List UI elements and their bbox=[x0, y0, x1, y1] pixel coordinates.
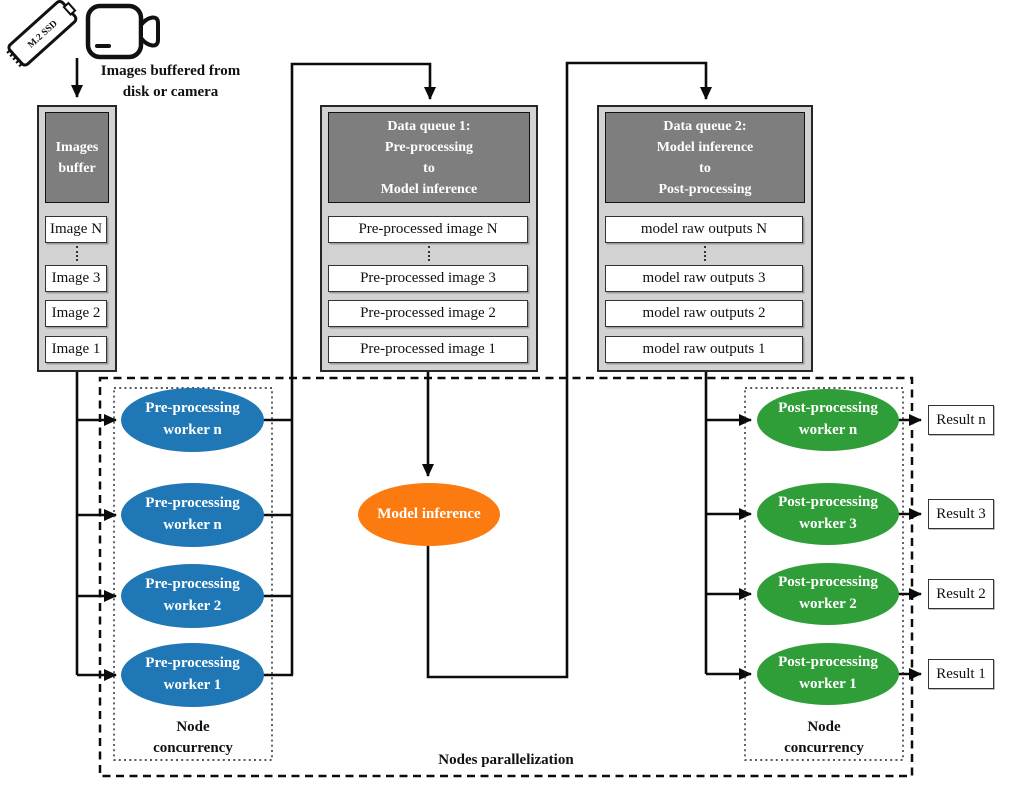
queue1-item: Pre-processed image 2 bbox=[328, 300, 528, 327]
image-item: Image 1 bbox=[45, 336, 107, 363]
queue-ellipsis bbox=[76, 246, 78, 261]
result-box: Result 3 bbox=[928, 499, 994, 529]
image-item: Image N bbox=[45, 216, 107, 243]
image-item: Image 2 bbox=[45, 300, 107, 327]
pre-worker-ellipse: Pre-processing worker n bbox=[121, 483, 264, 547]
node-concurrency-label-left: Node concurrency bbox=[153, 719, 233, 756]
pre-worker-ellipse: Pre-processing worker 2 bbox=[121, 564, 264, 628]
queue-ellipsis bbox=[428, 246, 430, 261]
model-inference-ellipse: Model inference bbox=[358, 483, 500, 546]
queue2-item: model raw outputs 2 bbox=[605, 300, 803, 327]
pre-worker-ellipse: Pre-processing worker n bbox=[121, 388, 264, 452]
result-box: Result 1 bbox=[928, 659, 994, 689]
queue-ellipsis bbox=[704, 246, 706, 261]
source-icons: M.2 SSD bbox=[6, 0, 160, 68]
image-item: Image 3 bbox=[45, 265, 107, 292]
images-buffer-panel: Images buffer Image N Image 3 Image 2 Im… bbox=[37, 105, 117, 372]
data-queue-1-title: Data queue 1: Pre-processing to Model in… bbox=[328, 112, 530, 203]
post-worker-ellipse: Post-processing worker 1 bbox=[757, 643, 899, 705]
images-buffer-title: Images buffer bbox=[45, 112, 109, 203]
post-worker-ellipse: Post-processing worker n bbox=[757, 389, 899, 451]
m2-ssd-icon: M.2 SSD bbox=[6, 0, 78, 68]
data-queue-1-panel: Data queue 1: Pre-processing to Model in… bbox=[320, 105, 538, 372]
data-queue-2-panel: Data queue 2: Model inference to Post-pr… bbox=[597, 105, 813, 372]
result-box: Result 2 bbox=[928, 579, 994, 609]
queue2-item: model raw outputs 1 bbox=[605, 336, 803, 363]
post-worker-ellipse: Post-processing worker 2 bbox=[757, 563, 899, 625]
pre-worker-ellipse: Pre-processing worker 1 bbox=[121, 643, 264, 707]
nodes-parallelization-box bbox=[98, 376, 914, 778]
queue2-item: model raw outputs N bbox=[605, 216, 803, 243]
data-queue-2-title: Data queue 2: Model inference to Post-pr… bbox=[605, 112, 805, 203]
images-buffered-caption: Images buffered from disk or camera bbox=[100, 63, 241, 100]
result-box: Result n bbox=[928, 405, 994, 435]
queue2-item: model raw outputs 3 bbox=[605, 265, 803, 292]
post-worker-ellipse: Post-processing worker 3 bbox=[757, 483, 899, 545]
queue1-item: Pre-processed image 3 bbox=[328, 265, 528, 292]
queue1-item: Pre-processed image N bbox=[328, 216, 528, 243]
node-concurrency-box-right bbox=[744, 387, 904, 761]
video-camera-icon bbox=[85, 3, 160, 60]
node-concurrency-label-right: Node concurrency bbox=[784, 719, 864, 756]
queue1-item: Pre-processed image 1 bbox=[328, 336, 528, 363]
nodes-parallelization-label: Nodes parallelization bbox=[438, 752, 574, 768]
